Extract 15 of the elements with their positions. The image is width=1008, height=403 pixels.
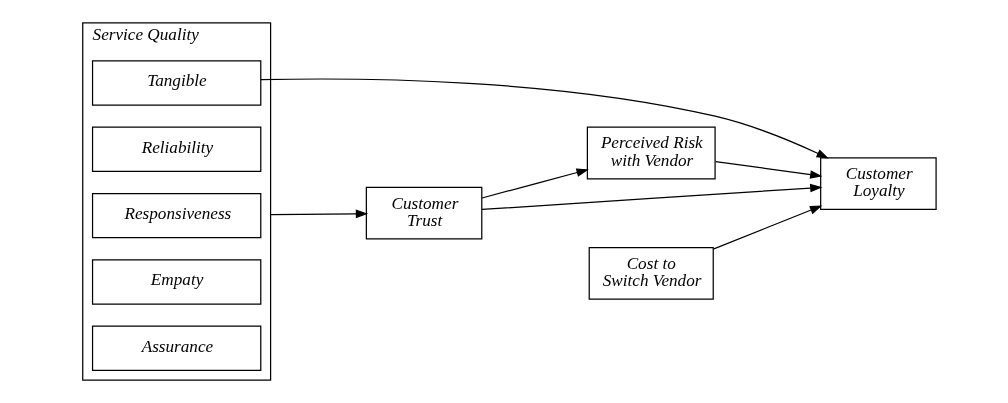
arrow [714,161,822,179]
arrow [480,183,822,211]
node-box: Empaty [91,259,261,305]
node-box: Responsiveness [91,192,261,239]
node-box: Perceived Risk with Vendor [586,126,716,180]
node-box: Cost to Switch Vendor [588,246,714,300]
node-box: Tangible [91,60,261,106]
arrow [259,78,829,159]
node-box: Customer Loyalty [819,157,937,211]
node-box: Reliability [91,126,261,173]
arrow [480,168,589,199]
arrow [712,205,822,250]
arrow [269,209,368,219]
node-box: Assurance [91,325,261,371]
node-box: Customer Trust [365,186,482,240]
